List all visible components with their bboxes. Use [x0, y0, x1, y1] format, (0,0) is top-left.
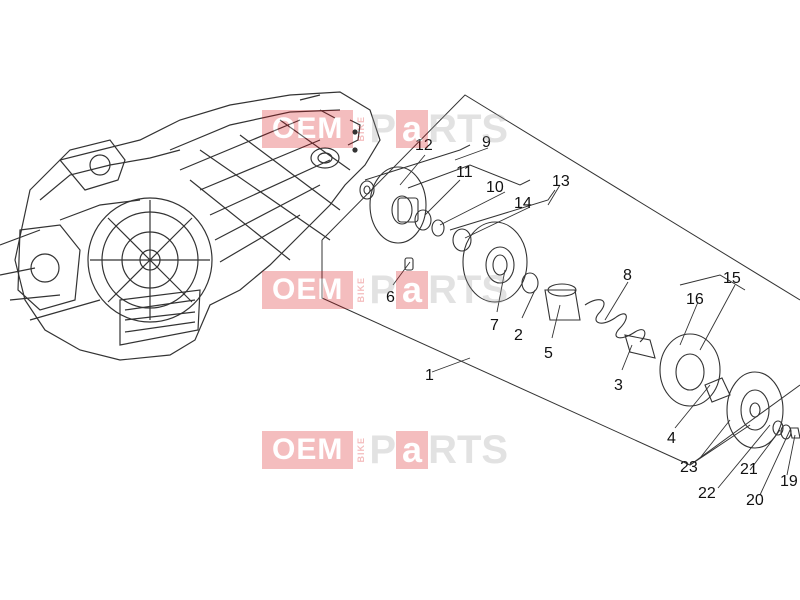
label-22: 22	[698, 485, 716, 502]
pulley-disc	[462, 221, 528, 303]
label-23: 23	[680, 459, 698, 476]
watermark-oem-text: OEM	[262, 110, 354, 148]
label-8: 8	[623, 267, 632, 284]
label-16: 16	[686, 291, 704, 308]
watermark-p-text: P	[369, 268, 397, 312]
label-10: 10	[486, 179, 504, 196]
label-13: 13	[552, 173, 570, 190]
watermark-a-text: a	[396, 110, 429, 148]
clutch-bell	[726, 371, 784, 449]
label-5: 5	[544, 345, 553, 362]
part-labels: 12 9 11 13 10 14 6 7 2 5 8 15 16 3 1 4 2…	[386, 134, 798, 509]
watermark-oem-text: OEM	[262, 431, 354, 469]
watermark-rts-text: RTS	[428, 107, 509, 151]
label-3: 3	[614, 377, 623, 394]
watermark-logo: OEM BIKE P a RTS	[262, 107, 509, 151]
label-9: 9	[482, 134, 491, 151]
watermark-bike-text: BIKE	[356, 437, 367, 463]
label-12: 12	[415, 137, 433, 154]
watermark-p-text: P	[369, 428, 397, 472]
watermark-bike-text: BIKE	[356, 277, 367, 303]
label-11: 11	[456, 164, 473, 181]
spring-part	[584, 299, 646, 343]
watermark-a-text: a	[396, 271, 429, 309]
label-14: 14	[514, 195, 532, 212]
clutch-assembly	[659, 333, 721, 407]
label-19: 19	[780, 473, 798, 490]
leader-lines	[392, 147, 796, 496]
bearing-part	[359, 180, 375, 200]
label-15: 15	[723, 270, 741, 287]
label-4: 4	[667, 430, 676, 447]
watermark-oem-text: OEM	[262, 271, 354, 309]
label-2: 2	[514, 327, 523, 344]
label-21: 21	[740, 461, 758, 478]
label-1: 1	[425, 367, 434, 384]
parts	[359, 166, 800, 449]
watermark-bike-text: BIKE	[356, 116, 367, 142]
watermark-p-text: P	[369, 107, 397, 151]
watermark-logo: OEM BIKE P a RTS	[262, 268, 509, 312]
label-20: 20	[746, 492, 764, 509]
label-6: 6	[386, 289, 395, 306]
watermark-rts-text: RTS	[428, 428, 509, 472]
watermark-logo: OEM BIKE P a RTS	[262, 428, 509, 472]
watermark-a-text: a	[396, 431, 429, 469]
watermark-rts-text: RTS	[428, 268, 509, 312]
variator-plate	[369, 166, 427, 244]
bushing-part	[544, 289, 581, 321]
group-brackets	[364, 144, 746, 291]
label-7: 7	[490, 317, 499, 334]
pin-part	[404, 257, 414, 271]
crankcase-housing	[0, 91, 381, 361]
